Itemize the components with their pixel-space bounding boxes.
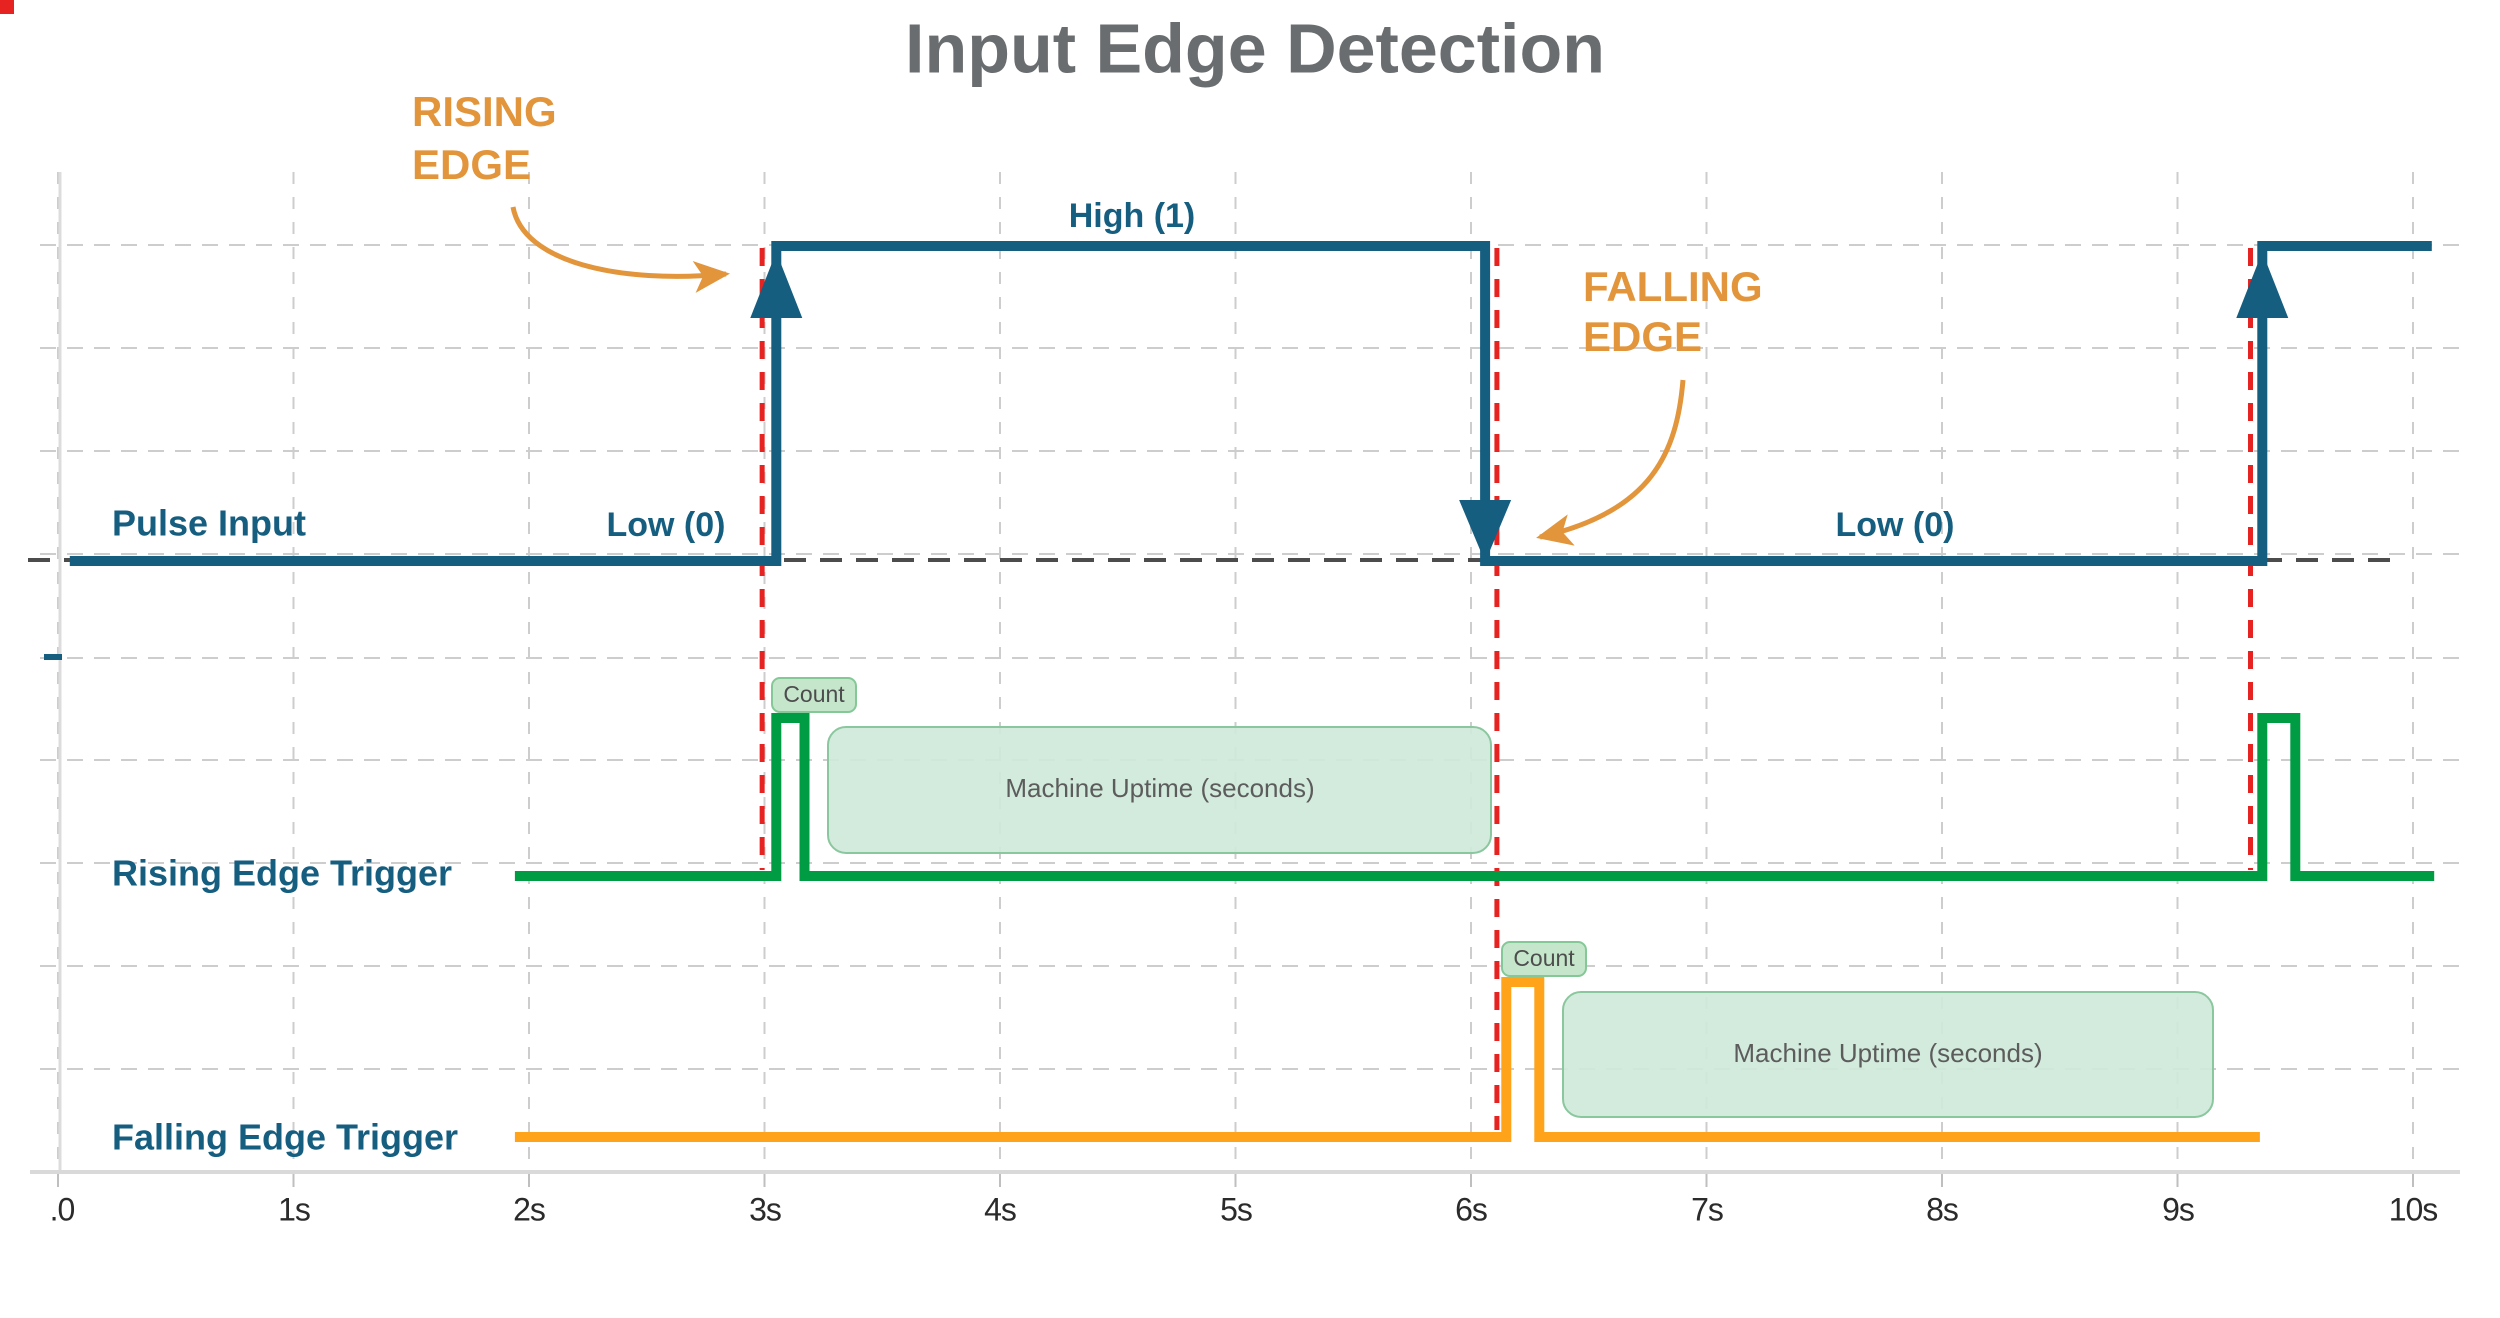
uptime-box-2 bbox=[1562, 991, 2214, 1118]
uptime-box-1-label: Machine Uptime (seconds) bbox=[1005, 773, 1314, 803]
edge-arrowheads bbox=[750, 252, 2289, 562]
uptime-box-1 bbox=[827, 726, 1492, 854]
high-label: High (1) bbox=[1069, 197, 1196, 235]
count-badge-2-label: Count bbox=[1513, 945, 1575, 971]
falling-edge-arrow bbox=[1536, 379, 1686, 546]
x-tick-6: 6s bbox=[1455, 1191, 1487, 1227]
rising-edge-arrowhead-icon bbox=[750, 252, 803, 318]
pulse-waveform bbox=[69, 241, 2432, 566]
x-tick-1: 1s bbox=[278, 1191, 310, 1227]
rising-edge-arrowhead-icon bbox=[2236, 252, 2289, 318]
rising-trigger-label: Rising Edge Trigger bbox=[112, 853, 452, 894]
uptime-box-2-label: Machine Uptime (seconds) bbox=[1733, 1038, 2042, 1068]
falling-waveform bbox=[514, 977, 2260, 1142]
corner-artifact bbox=[0, 0, 14, 14]
rising-edge-annotation-line2: EDGE bbox=[412, 141, 531, 188]
x-tick-4: 4s bbox=[984, 1191, 1016, 1227]
x-axis-tick-labels: .0 1s 2s 3s 4s 5s 6s 7s 8s 9s 10s bbox=[50, 1191, 2439, 1227]
rising-edge-annotation-line1: RISING bbox=[412, 88, 557, 135]
falling-edge-annotation-line1: FALLING bbox=[1583, 263, 1763, 310]
falling-edge-arrowhead-icon bbox=[1459, 500, 1512, 562]
low-label-1: Low (0) bbox=[607, 506, 726, 544]
low-label-2: Low (0) bbox=[1836, 506, 1955, 544]
x-tick-8: 8s bbox=[1926, 1191, 1958, 1227]
left-axis-tick bbox=[44, 654, 62, 660]
x-tick-0: .0 bbox=[50, 1191, 75, 1227]
x-tick-9: 9s bbox=[2162, 1191, 2194, 1227]
x-tick-3: 3s bbox=[749, 1191, 781, 1227]
count-badge-2 bbox=[1501, 941, 1587, 977]
x-tick-10: 10s bbox=[2389, 1191, 2438, 1227]
falling-edge-annotation-line2: EDGE bbox=[1583, 313, 1702, 360]
rising-edge-arrow bbox=[510, 206, 730, 293]
falling-trigger-label: Falling Edge Trigger bbox=[112, 1117, 458, 1158]
x-tick-7: 7s bbox=[1691, 1191, 1723, 1227]
rising-waveform bbox=[514, 713, 2435, 881]
pulse-input-label: Pulse Input bbox=[112, 503, 306, 544]
x-tick-2: 2s bbox=[513, 1191, 545, 1227]
chart-title: Input Edge Detection bbox=[905, 9, 1605, 87]
x-tick-5: 5s bbox=[1220, 1191, 1252, 1227]
count-badge-1 bbox=[771, 677, 857, 713]
count-badge-1-label: Count bbox=[783, 681, 845, 707]
